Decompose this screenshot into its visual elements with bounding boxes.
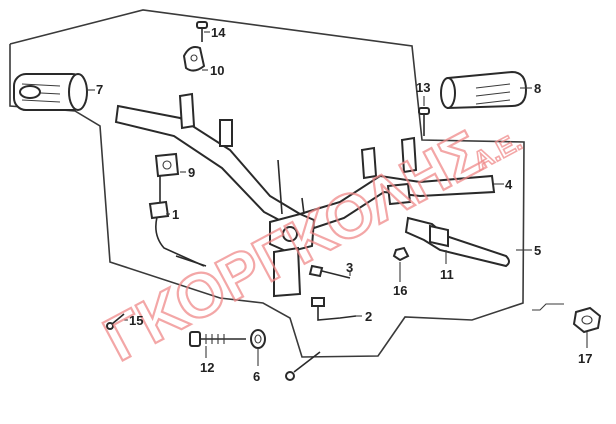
callout-11: 11 [440, 267, 454, 282]
callout-8: 8 [534, 81, 541, 96]
screw-part-13 [418, 107, 430, 136]
brake-cable-part [148, 152, 207, 267]
handlebar-assembly [13, 70, 528, 298]
lever-bracket [386, 182, 412, 206]
callout-12: 12 [200, 360, 214, 375]
right-tab [360, 146, 378, 180]
center-clamp [269, 159, 316, 298]
pin-part-2 [311, 297, 357, 321]
screw-part-15 [106, 313, 125, 330]
callout-4: 4 [505, 177, 513, 192]
upper-tab [178, 92, 196, 130]
callout-3: 3 [346, 260, 353, 275]
callout-labels: 1 2 3 4 5 6 7 8 9 10 11 12 13 14 15 16 1… [96, 25, 592, 384]
callout-10: 10 [210, 63, 224, 78]
clip-part [182, 46, 206, 72]
callout-14: 14 [211, 25, 226, 40]
mid-tab [219, 119, 233, 147]
far-right-tab [400, 136, 418, 174]
bolt-part-12 [189, 331, 246, 347]
left-grip [13, 73, 88, 111]
right-grip [440, 70, 528, 110]
callout-13: 13 [416, 80, 430, 95]
callout-1: 1 [172, 207, 179, 222]
boundary-frame [9, 9, 525, 358]
watermark: ΓΚΟΡΓΚΟΛΗΣ Α.Ε. [92, 117, 527, 376]
bolt-part-3 [308, 264, 351, 279]
callout-15: 15 [129, 313, 143, 328]
nut-part-16 [392, 246, 410, 262]
callout-5: 5 [534, 243, 541, 258]
leader-lines [86, 31, 588, 366]
callout-2: 2 [365, 309, 372, 324]
callout-6: 6 [253, 369, 260, 384]
nut-part-17 [572, 306, 602, 334]
callout-7: 7 [96, 82, 103, 97]
callout-9: 9 [188, 165, 195, 180]
callout-17: 17 [578, 351, 592, 366]
long-bolt-bottom [285, 351, 321, 381]
brake-lever-part [404, 216, 510, 268]
callout-16: 16 [393, 283, 407, 298]
screw-part-14 [196, 21, 208, 42]
washer-part-6 [250, 329, 266, 349]
